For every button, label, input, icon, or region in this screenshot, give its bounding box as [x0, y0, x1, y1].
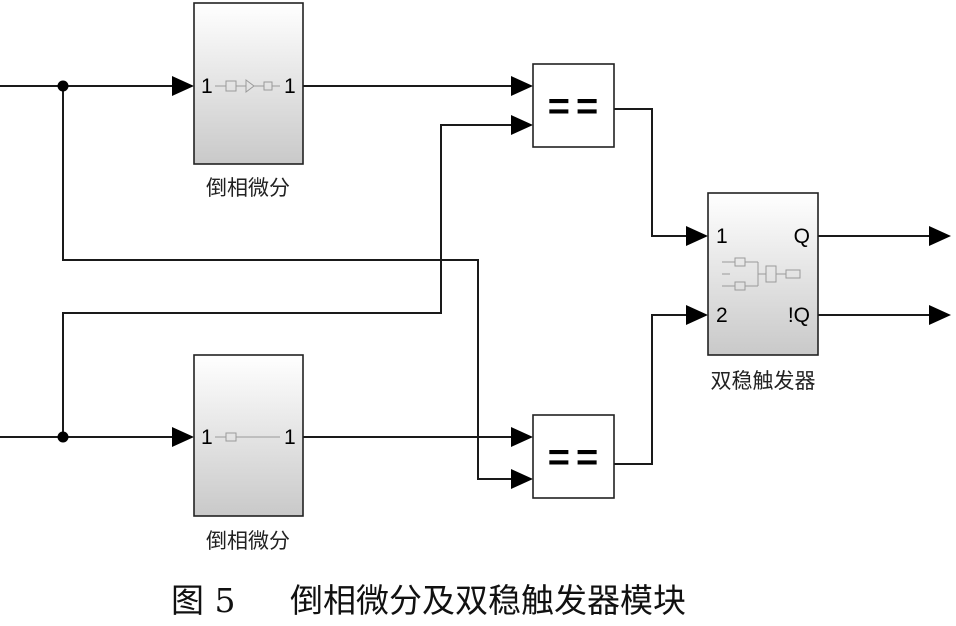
- wires: [0, 85, 930, 480]
- arrowhead: [511, 469, 533, 489]
- arrowhead: [511, 76, 533, 96]
- inverted-differentiator-icon: [215, 432, 280, 442]
- ff-q-port: Q: [794, 225, 810, 248]
- wire-top-branch-to-cmp-bottom: [62, 86, 515, 480]
- diff-bottom-out-port: 1: [284, 426, 296, 449]
- compare-block-top[interactable]: ==: [532, 63, 615, 148]
- figure-number: 图 5: [171, 581, 236, 620]
- arrowheads: [172, 76, 951, 489]
- flip-flop-logic-icon: [722, 257, 801, 291]
- figure-caption: 图 5 倒相微分及双稳触发器模块: [171, 581, 686, 620]
- arrowhead: [172, 76, 194, 96]
- wire-bottom-branch-to-cmp-top: [62, 124, 515, 437]
- compare-top-operator: ==: [548, 86, 604, 128]
- arrowhead: [929, 226, 951, 246]
- diff-bottom-in-port: 1: [201, 426, 213, 449]
- ff-in1-port: 1: [716, 225, 728, 248]
- diff-top-in-port: 1: [201, 75, 213, 98]
- diff-top-label: 倒相微分: [206, 176, 290, 200]
- flip-flop-label: 双稳触发器: [711, 369, 816, 393]
- ff-in2-port: 2: [716, 304, 728, 327]
- arrowhead: [511, 115, 533, 135]
- arrowhead: [929, 305, 951, 325]
- diff-block-bottom[interactable]: 1 1: [193, 354, 304, 517]
- junction-dot-bottom: [57, 431, 69, 443]
- compare-bottom-operator: ==: [548, 437, 604, 479]
- diff-block-top[interactable]: 1 1: [193, 2, 304, 165]
- inverted-differentiator-icon: [215, 79, 280, 93]
- figure-title: 倒相微分及双稳触发器模块: [290, 581, 686, 620]
- flip-flop-block[interactable]: 1 2 Q !Q: [707, 192, 819, 356]
- arrowhead: [172, 427, 194, 447]
- arrowhead: [511, 427, 533, 447]
- arrowhead: [686, 226, 708, 246]
- wire-cmp-bottom-to-ff-in2: [614, 314, 694, 465]
- ff-nq-port: !Q: [788, 304, 810, 327]
- junction-dot-top: [57, 80, 69, 92]
- compare-block-bottom[interactable]: ==: [532, 414, 615, 499]
- diff-top-out-port: 1: [284, 75, 296, 98]
- wire-cmp-top-to-ff-in1: [614, 108, 694, 237]
- arrowhead: [686, 305, 708, 325]
- diff-bottom-label: 倒相微分: [206, 529, 290, 553]
